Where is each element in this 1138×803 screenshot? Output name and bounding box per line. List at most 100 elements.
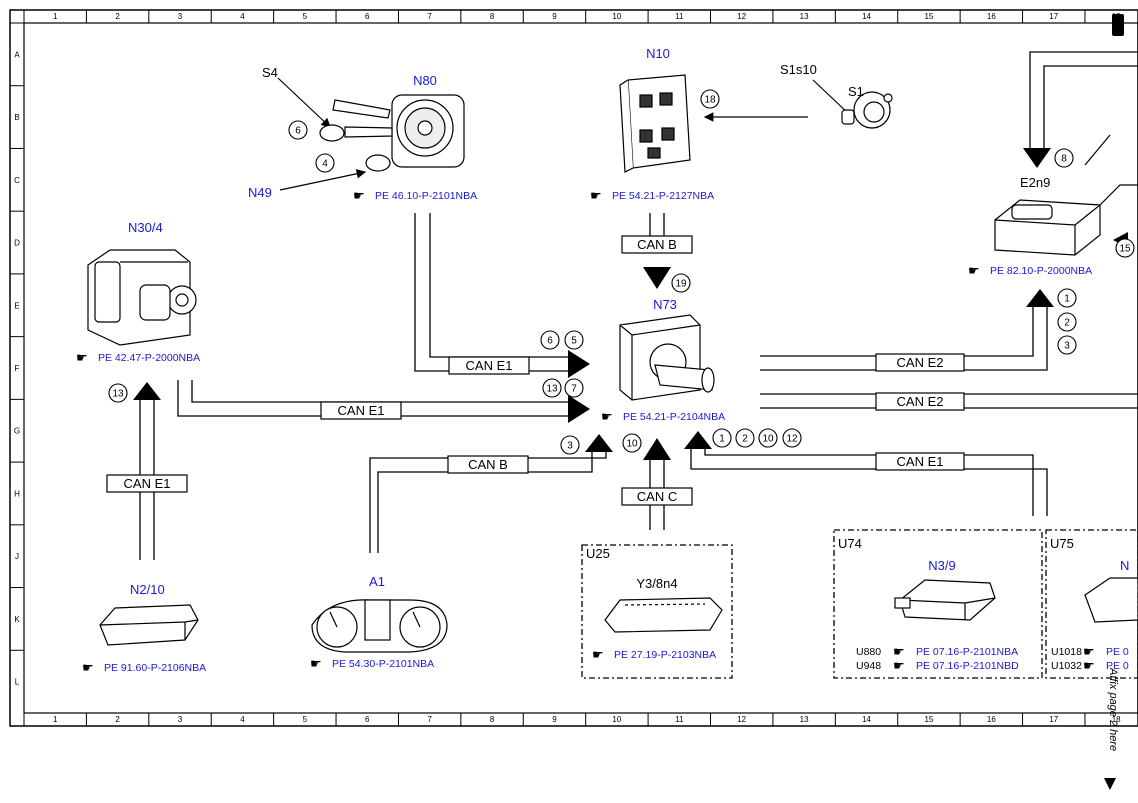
ref-n30-4-text: PE 42.47-P-2000NBA [98, 352, 200, 364]
callout-c5-n73: 5 [564, 330, 584, 350]
callout-circle [108, 383, 128, 403]
a1-device [311, 599, 448, 653]
drawing-frame: 1122334455667788991010111112121313141415… [9, 9, 1138, 727]
grid-col-label: 17 [1049, 12, 1058, 21]
callout-c2-e2: 2 [1057, 312, 1077, 332]
bus-arrowheads [133, 148, 1128, 460]
reference-links: ☛PE 46.10-P-2101NBA ☛PE 54.21-P-2127NBA … [76, 188, 1129, 675]
grid-col-label: 10 [612, 12, 621, 21]
label-s1: S1 [848, 84, 864, 99]
n2-10-device [99, 604, 199, 646]
callout-number: 13 [112, 389, 124, 400]
u74-row2-code: U948 [856, 660, 881, 672]
grid-col-label: 17 [1049, 715, 1058, 724]
hand-pointer-icon: ☛ [968, 263, 980, 278]
callout-number: 10 [762, 434, 774, 445]
corner-tab-icon [1112, 14, 1124, 36]
ref-u1032[interactable]: ☛PE 0 [1083, 658, 1129, 673]
hand-pointer-icon: ☛ [893, 644, 905, 659]
ref-n2-10[interactable]: ☛PE 91.60-P-2106NBA [82, 660, 206, 675]
grid-col-label: 14 [862, 715, 871, 724]
callout-number: 4 [322, 159, 328, 170]
grid-col-label: 8 [490, 12, 495, 21]
n80-device [319, 94, 465, 172]
grid-col-label: 15 [924, 715, 933, 724]
callout-circle [315, 153, 335, 173]
e2n9-device [994, 199, 1101, 256]
grid-col-label: 11 [675, 715, 684, 724]
hand-pointer-icon: ☛ [1083, 644, 1095, 659]
label-u74: U74 [838, 536, 862, 551]
grid-col-label: 12 [737, 715, 746, 724]
callout-circle [1057, 288, 1077, 308]
callout-number: 6 [547, 336, 553, 347]
label-a1: A1 [369, 574, 385, 589]
callout-c6-s4: 6 [288, 120, 308, 140]
ref-u1018[interactable]: ☛ PE 0 [1083, 644, 1129, 659]
grid-row-label: H [14, 489, 20, 498]
ref-e2n9-text: PE 82.10-P-2000NBA [990, 265, 1092, 277]
bus-label-can-e1-n80: CAN E1 [466, 358, 513, 373]
n30-4-device [87, 249, 197, 346]
bus-label-can-e2-bottom: CAN E2 [897, 394, 944, 409]
grid-col-label: 13 [800, 715, 809, 724]
bus-label-can-e1-right: CAN E1 [897, 454, 944, 469]
callout-circle [1054, 148, 1074, 168]
ref-y3-8n4[interactable]: ☛PE 27.19-P-2103NBA [592, 647, 716, 662]
callout-circle [735, 428, 755, 448]
grid-col-label: 8 [490, 715, 495, 724]
grid-col-label: 4 [240, 715, 245, 724]
grid-col-label: 2 [115, 715, 120, 724]
grid-col-label: 9 [552, 715, 557, 724]
grid-col-label: 13 [800, 12, 809, 21]
n3-9-device [894, 579, 996, 621]
callout-circle [540, 330, 560, 350]
callout-number: 7 [571, 384, 577, 395]
callout-circle [1057, 312, 1077, 332]
callout-number: 10 [626, 439, 638, 450]
callout-number: 2 [742, 434, 748, 445]
bus-label-can-e2-top: CAN E2 [897, 355, 944, 370]
ref-a1[interactable]: ☛PE 54.30-P-2101NBA [310, 656, 434, 671]
grid-col-label: 15 [924, 12, 933, 21]
ref-u880[interactable]: ☛PE 07.16-P-2101NBA [893, 644, 1018, 659]
callout-circle [712, 428, 732, 448]
callout-c19: 19 [671, 273, 691, 293]
grid-col-label: 7 [427, 715, 432, 724]
grid-col-label: 16 [987, 12, 996, 21]
grid-col-label: 6 [365, 715, 370, 724]
callout-c3-bottom: 3 [560, 435, 580, 455]
grid-col-label: 12 [737, 12, 746, 21]
ref-n73[interactable]: ☛ PE 54.21-P-2104NBA [601, 409, 725, 424]
label-e2n9: E2n9 [1020, 175, 1050, 190]
grid-col-label: 1 [53, 12, 58, 21]
bus-label-can-b-a1: CAN B [468, 457, 508, 472]
label-n30-4: N30/4 [128, 220, 163, 235]
ref-n80[interactable]: ☛PE 46.10-P-2101NBA [353, 188, 477, 203]
ref-u1018-text: PE 0 [1106, 646, 1129, 658]
label-u75: U75 [1050, 536, 1074, 551]
ref-y3-8n4-text: PE 27.19-P-2103NBA [614, 649, 716, 661]
grid-col-label: 2 [115, 12, 120, 21]
ref-u948[interactable]: ☛PE 07.16-P-2101NBD [893, 658, 1019, 673]
bus-label-can-b-top: CAN B [637, 237, 677, 252]
ref-n73-text: PE 54.21-P-2104NBA [623, 411, 725, 423]
ref-n30-4[interactable]: ☛PE 42.47-P-2000NBA [76, 350, 200, 365]
bus-label-can-c: CAN C [637, 489, 677, 504]
callout-number: 1 [1064, 294, 1070, 305]
grid-row-label: K [14, 615, 20, 624]
callout-number: 12 [786, 434, 798, 445]
ref-e2n9[interactable]: ☛ PE 82.10-P-2000NBA [968, 263, 1092, 278]
ref-n10[interactable]: ☛PE 54.21-P-2127NBA [590, 188, 714, 203]
side-note-arrow-icon [1104, 778, 1116, 790]
label-y3-8n4: Y3/8n4 [636, 576, 677, 591]
grid-row-label: F [15, 364, 20, 373]
n73-device [619, 314, 715, 401]
grid-col-label: 10 [612, 715, 621, 724]
hand-pointer-icon: ☛ [601, 409, 613, 424]
callout-number: 6 [295, 126, 301, 137]
u74-row1-code: U880 [856, 646, 881, 658]
callout-c15: 15 [1115, 238, 1135, 258]
grid-col-label: 11 [675, 12, 684, 21]
